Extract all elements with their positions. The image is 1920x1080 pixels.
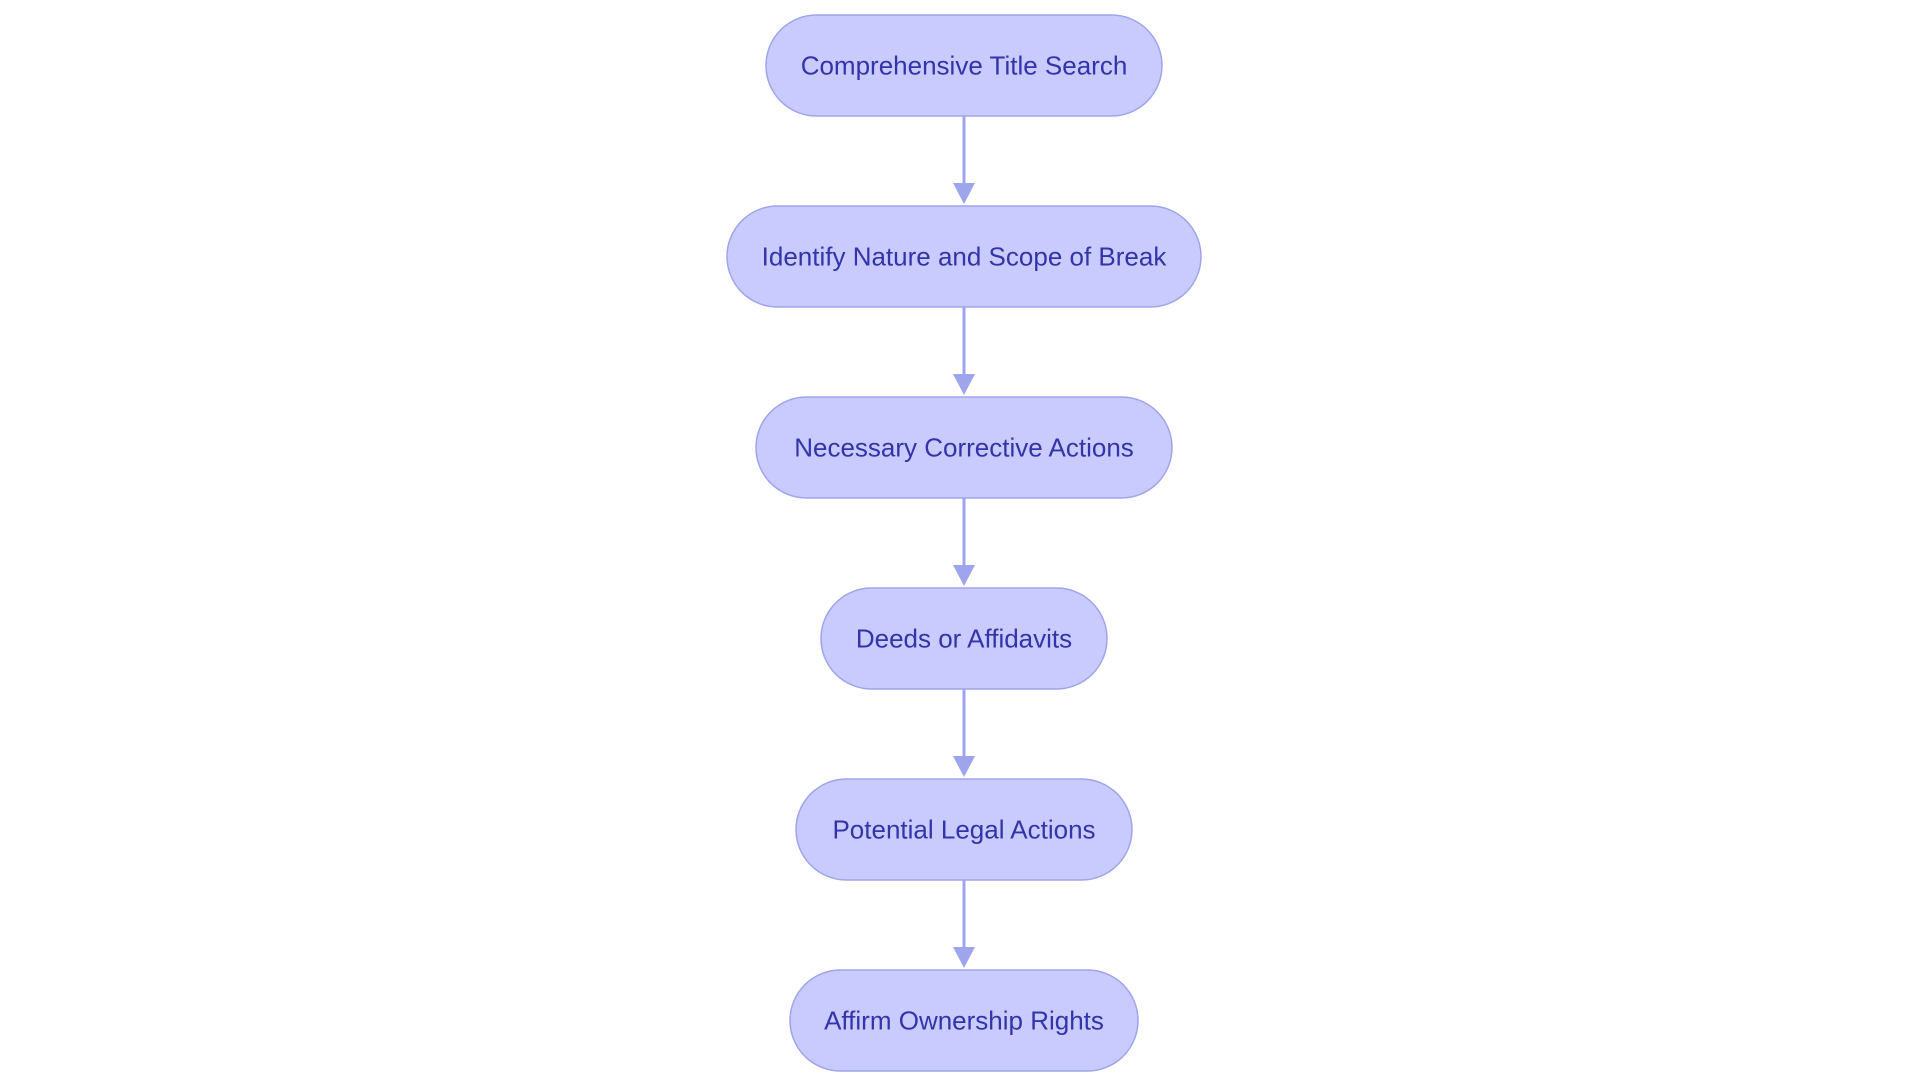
node-shape [789, 969, 1139, 1072]
edges-group [953, 116, 975, 968]
node-label: Comprehensive Title Search [801, 51, 1128, 81]
node-shape [755, 396, 1173, 499]
node-potential-legal-actions[interactable]: Potential Legal Actions [795, 778, 1133, 881]
node-necessary-corrective-actions[interactable]: Necessary Corrective Actions [755, 396, 1173, 499]
node-label: Deeds or Affidavits [856, 624, 1072, 654]
node-label: Necessary Corrective Actions [794, 433, 1134, 463]
edge-1 [953, 116, 975, 204]
node-shape [726, 205, 1202, 308]
arrowhead-icon [953, 756, 975, 777]
nodes-group: Comprehensive Title Search Identify Natu… [726, 14, 1202, 1072]
arrowhead-icon [953, 565, 975, 586]
node-identify-nature-and-scope[interactable]: Identify Nature and Scope of Break [726, 205, 1202, 308]
edge-4 [953, 689, 975, 777]
node-label: Potential Legal Actions [832, 815, 1095, 845]
arrowhead-icon [953, 374, 975, 395]
edge-3 [953, 498, 975, 586]
arrowhead-icon [953, 947, 975, 968]
node-label: Identify Nature and Scope of Break [762, 242, 1168, 272]
node-shape [765, 14, 1163, 117]
node-shape [795, 778, 1133, 881]
arrowhead-icon [953, 183, 975, 204]
edge-5 [953, 880, 975, 968]
node-affirm-ownership-rights[interactable]: Affirm Ownership Rights [789, 969, 1139, 1072]
node-comprehensive-title-search[interactable]: Comprehensive Title Search [765, 14, 1163, 117]
node-deeds-or-affidavits[interactable]: Deeds or Affidavits [820, 587, 1108, 690]
node-label: Affirm Ownership Rights [824, 1006, 1104, 1036]
node-shape [820, 587, 1108, 690]
edge-2 [953, 307, 975, 395]
